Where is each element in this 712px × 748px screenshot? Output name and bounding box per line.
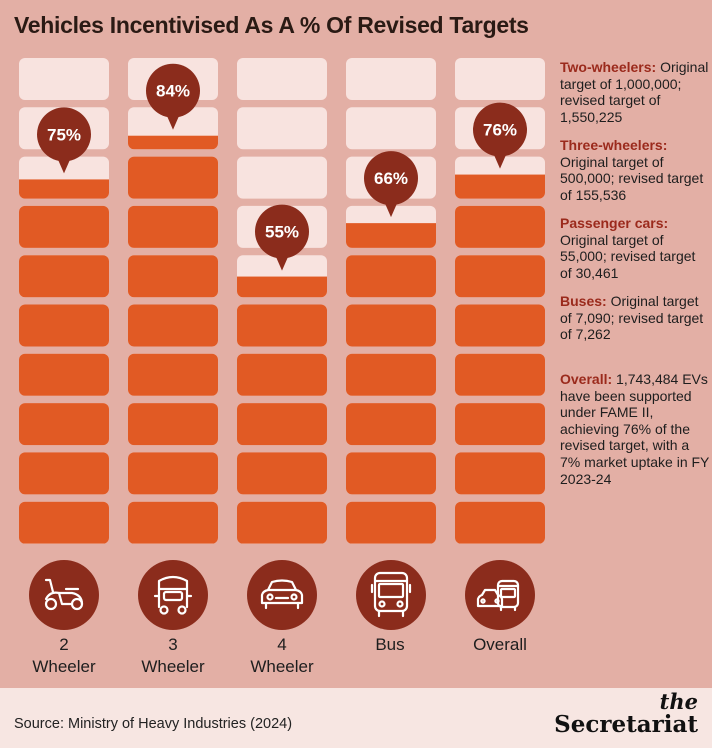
auto-rickshaw-icon bbox=[153, 575, 193, 615]
icon-circle bbox=[29, 560, 99, 630]
value-label: 76% bbox=[483, 121, 517, 140]
bar-column-2-wheeler: 75% bbox=[19, 58, 109, 630]
note-heading: Two-wheelers: bbox=[560, 59, 657, 75]
note-two-wheelers: Two-wheelers: Original target of 1,000,0… bbox=[560, 59, 710, 125]
bar-fill-3-wheeler bbox=[128, 135, 218, 544]
chart-canvas: 75% 84% 55% 66% 76% bbox=[19, 58, 545, 630]
empty-cell bbox=[19, 58, 109, 100]
bar-column-3-wheeler: 84% bbox=[128, 58, 218, 630]
marker-pointer bbox=[275, 254, 289, 271]
note-heading: Passenger cars: bbox=[560, 215, 669, 231]
icon-circle bbox=[138, 560, 208, 630]
note-buses: Buses: Original target of 7,090; revised… bbox=[560, 293, 710, 343]
icon-circle bbox=[247, 560, 317, 630]
source-note: Source: Ministry of Heavy Industries (20… bbox=[14, 716, 293, 732]
note-heading: Buses: bbox=[560, 293, 607, 309]
bar-column-4-wheeler: 55% bbox=[237, 58, 327, 630]
icon-circle bbox=[356, 560, 426, 630]
note-heading: Overall: bbox=[560, 371, 613, 387]
marker-circle bbox=[146, 63, 200, 118]
empty-cell bbox=[237, 107, 327, 150]
marker-pointer bbox=[384, 201, 398, 218]
note-text: Original target of 55,000; revised targe… bbox=[560, 231, 696, 281]
bar-column-overall: 76% bbox=[455, 58, 545, 630]
note-text: 1,743,484 EVs have been supported under … bbox=[560, 371, 710, 487]
note-three-wheelers: Three-wheelers: Original target of 500,0… bbox=[560, 137, 710, 203]
bar-fill-overall bbox=[455, 174, 545, 544]
marker-pointer bbox=[166, 113, 180, 130]
note-overall: Overall: 1,743,484 EVs have been support… bbox=[560, 371, 710, 487]
marker-circle bbox=[37, 107, 91, 162]
car-and-bus-icon bbox=[476, 579, 520, 612]
chart-title: Vehicles Incentivised As A % Of Revised … bbox=[14, 12, 529, 38]
note-heading: Three-wheelers: bbox=[560, 137, 668, 153]
marker-circle bbox=[364, 151, 418, 206]
value-label: 66% bbox=[374, 169, 408, 188]
empty-cell bbox=[455, 58, 545, 100]
marker-pointer bbox=[57, 157, 71, 174]
empty-cell bbox=[237, 58, 327, 100]
empty-cell bbox=[346, 58, 436, 100]
footer: Source: Ministry of Heavy Industries (20… bbox=[0, 688, 712, 748]
marker-pointer bbox=[493, 152, 507, 169]
category-label-line: Wheeler bbox=[250, 657, 314, 676]
value-label: 55% bbox=[265, 223, 299, 242]
category-label-line: Overall bbox=[473, 635, 527, 654]
category-label-4-wheeler: 4 Wheeler bbox=[232, 634, 332, 678]
category-label-overall: Overall bbox=[450, 634, 550, 656]
empty-cell bbox=[346, 107, 436, 150]
logo-name: Secretariat bbox=[554, 711, 698, 738]
note-passenger-cars: Passenger cars: Original target of 55,00… bbox=[560, 215, 710, 281]
publisher-logo: the Secretariat bbox=[554, 689, 698, 738]
category-label-line: 2 bbox=[59, 635, 69, 654]
marker-circle bbox=[473, 102, 527, 157]
empty-cell bbox=[237, 156, 327, 199]
note-text: Original target of 7,090; revised target… bbox=[560, 293, 704, 343]
logo-the: the bbox=[659, 689, 698, 714]
bar-fill-bus bbox=[346, 223, 436, 544]
bar-fill-4-wheeler bbox=[237, 276, 327, 544]
category-label-line: 3 bbox=[168, 635, 178, 654]
value-label: 84% bbox=[156, 82, 190, 101]
marker-circle bbox=[255, 204, 309, 259]
category-label-line: 4 bbox=[277, 635, 287, 654]
category-label-2-wheeler: 2 Wheeler bbox=[14, 634, 114, 678]
note-text: Original target of 1,000,000; revised ta… bbox=[560, 59, 709, 125]
bar-fill-2-wheeler bbox=[19, 179, 109, 544]
category-label-line: Wheeler bbox=[141, 657, 205, 676]
category-label-line: Wheeler bbox=[32, 657, 96, 676]
bar-column-bus: 66% bbox=[346, 58, 436, 630]
car-icon bbox=[260, 579, 304, 610]
value-label: 75% bbox=[47, 125, 81, 144]
bus-icon bbox=[370, 571, 412, 618]
category-label-line: Bus bbox=[375, 635, 405, 654]
category-label-3-wheeler: 3 Wheeler bbox=[123, 634, 223, 678]
note-text: Original target of 500,000; revised targ… bbox=[560, 153, 704, 203]
category-label-bus: Bus bbox=[340, 634, 440, 656]
scooter-icon bbox=[44, 578, 84, 611]
